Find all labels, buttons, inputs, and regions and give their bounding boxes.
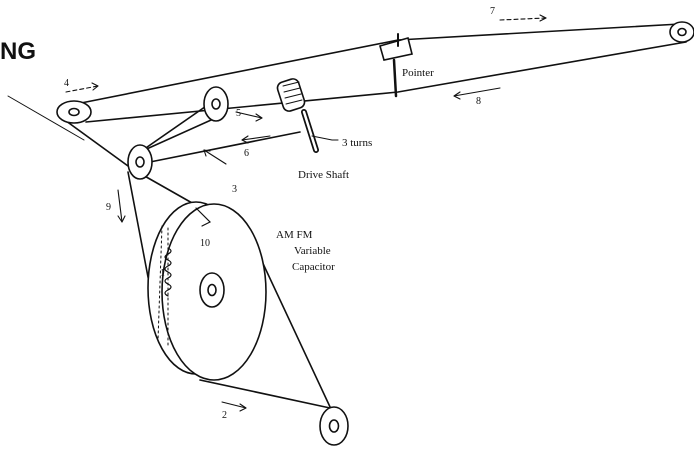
cord-lower-run: [85, 41, 687, 123]
number-5: 5: [236, 108, 241, 119]
page-heading: NG: [0, 38, 36, 65]
capacitor-label-line1: AM FM: [276, 229, 313, 241]
capacitor-label-line3: Capacitor: [292, 261, 335, 273]
drive-shaft-icon: [276, 78, 319, 153]
arrow-6: [241, 135, 271, 141]
cord-drum-to-bottom: [199, 379, 331, 409]
spring-icon: [164, 247, 172, 297]
number-7: 7: [490, 6, 495, 17]
left-idler-pulley: [56, 100, 92, 124]
arrow-4: [65, 85, 99, 93]
guide-line: [7, 95, 85, 141]
number-10: 10: [200, 238, 210, 249]
cord-shaft-return: [149, 131, 301, 163]
arrow-9: [117, 189, 123, 223]
three-turns-label: 3 turns: [342, 137, 372, 149]
pointer-label: Pointer: [402, 67, 434, 79]
arrow-3: [203, 149, 227, 165]
number-6: 6: [244, 148, 249, 159]
cord-drum-right-down: [251, 239, 339, 425]
capacitor-label-line2: Variable: [294, 245, 331, 257]
cord-left-drop: [61, 117, 129, 167]
drive-shaft-label: Drive Shaft: [298, 169, 349, 181]
pointer-icon: [379, 33, 413, 98]
number-9: 9: [106, 202, 111, 213]
bottom-idler-pulley: [319, 406, 349, 446]
leader-3turns: [311, 135, 339, 141]
arrow-7: [499, 17, 547, 21]
number-2: 2: [222, 410, 227, 421]
number-8: 8: [476, 96, 481, 107]
number-3: 3: [232, 184, 237, 195]
capacitor-drum: [147, 201, 267, 381]
number-1: 1: [160, 268, 165, 279]
right-idler-pulley: [669, 21, 694, 43]
lower-idler-pulley: [127, 144, 153, 180]
number-4: 4: [64, 78, 69, 89]
cord-upper-left: [139, 101, 213, 153]
direction-arrows: [65, 14, 547, 412]
cord-top-run: [75, 23, 681, 105]
cord-to-shaft: [139, 115, 221, 153]
shaft-idler-pulley: [203, 86, 229, 122]
arrow-8: [453, 87, 501, 97]
arrow-2: [221, 401, 247, 409]
arrow-5: [235, 111, 263, 119]
